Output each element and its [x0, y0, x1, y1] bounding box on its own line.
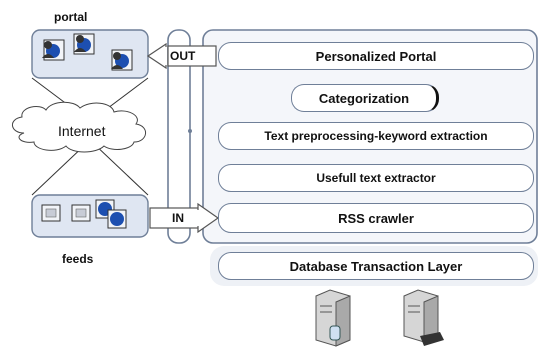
cloud-icon — [12, 101, 146, 153]
text-preprocessing-layer: Text preprocessing-keyword extraction — [218, 122, 534, 150]
personalized-portal-layer: Personalized Portal — [218, 42, 534, 70]
feed-icon — [41, 204, 61, 222]
out-arrow — [146, 42, 217, 70]
in-arrow — [149, 202, 220, 234]
feed-icon — [71, 204, 91, 222]
portal-label: portal — [54, 10, 88, 24]
database-transaction-layer: Database Transaction Layer — [218, 252, 534, 280]
user-icon — [73, 33, 95, 55]
useful-text-extractor-layer: Usefull text extractor — [218, 164, 534, 192]
connector-bar — [167, 29, 191, 244]
in-label: IN — [172, 211, 184, 225]
feed-icon — [95, 199, 127, 229]
internet-label: Internet — [58, 123, 106, 139]
out-label: OUT — [170, 49, 196, 63]
feeds-label: feeds — [62, 252, 94, 266]
server-icon — [403, 289, 444, 346]
user-icon — [42, 39, 65, 61]
user-icon — [111, 49, 133, 71]
rss-crawler-layer: RSS crawler — [218, 203, 534, 233]
server-icon — [315, 289, 351, 347]
categorization-layer: Categorization — [291, 84, 439, 112]
